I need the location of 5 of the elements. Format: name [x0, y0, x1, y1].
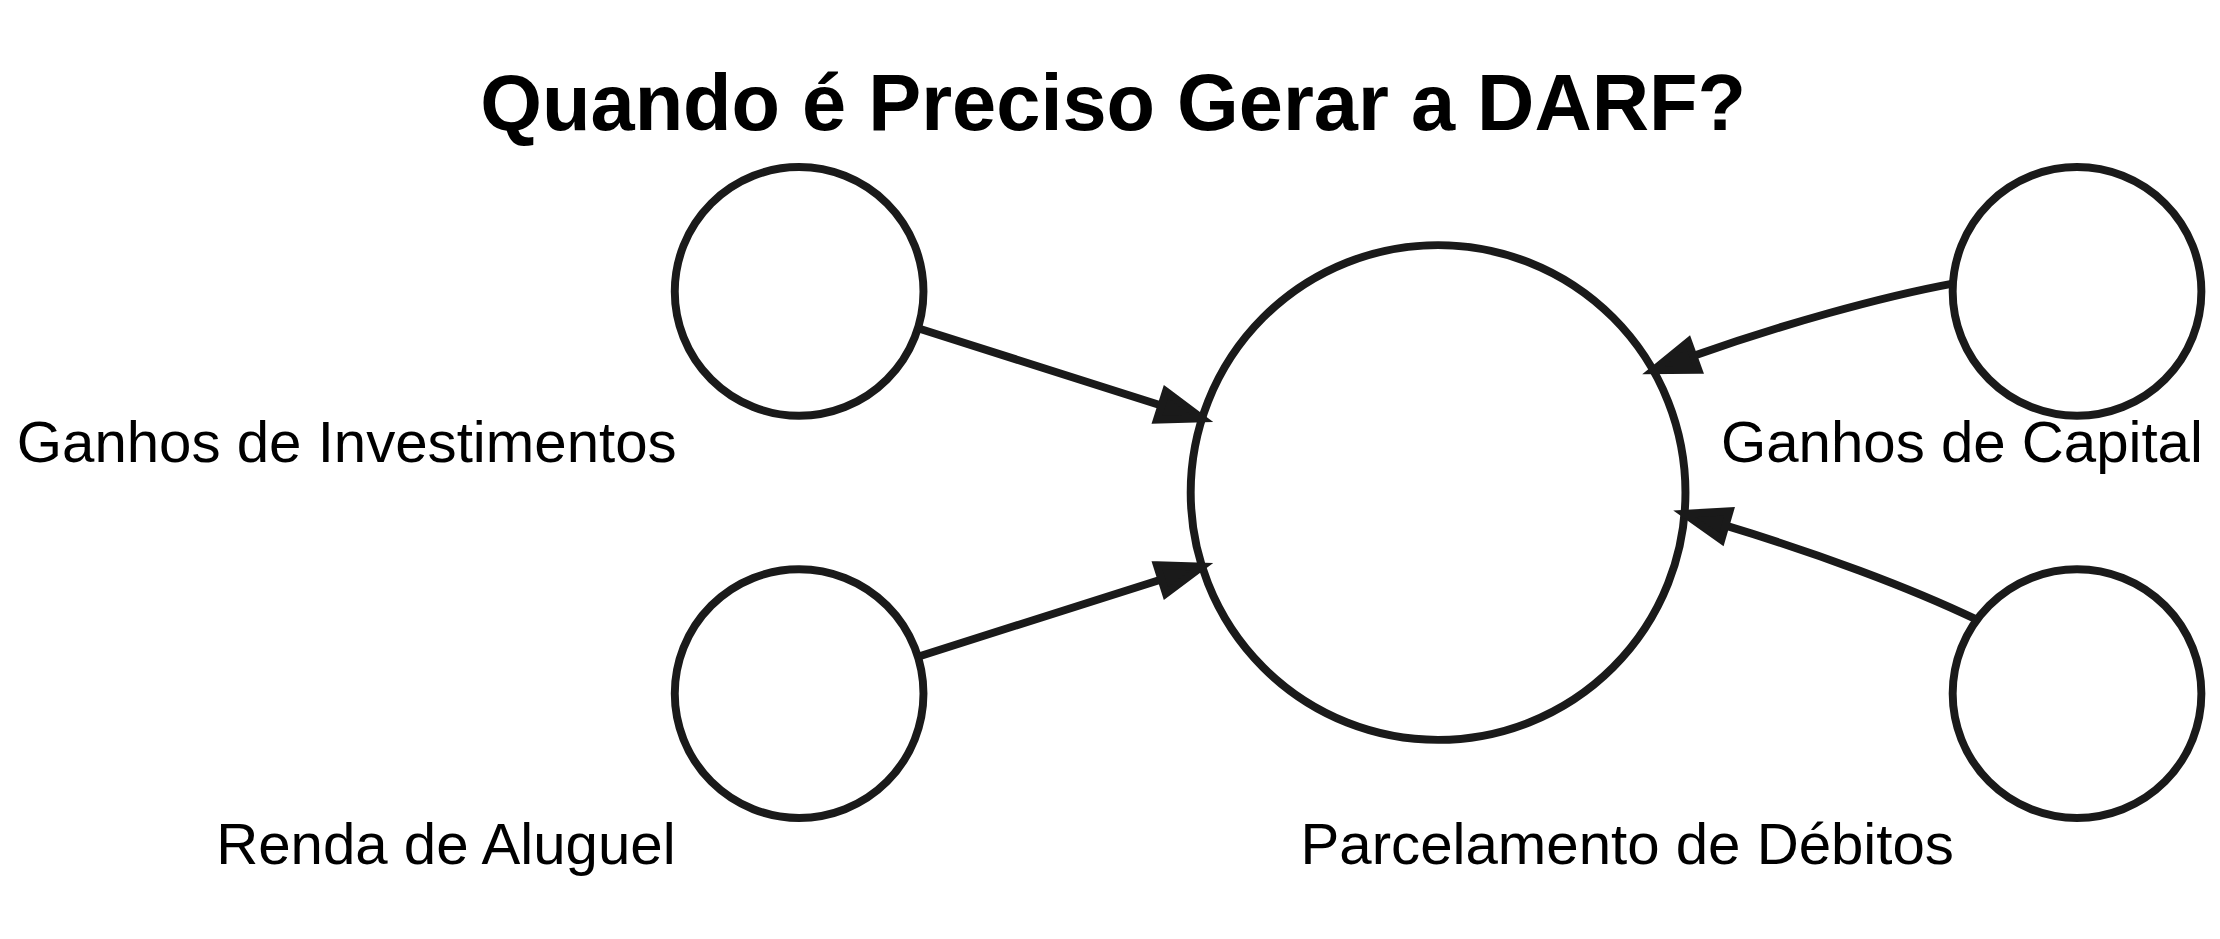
- node-label: Parcelamento de Débitos: [1300, 810, 1954, 876]
- node-label: Ganhos de Capital: [1720, 408, 2203, 474]
- node-label: Ganhos de Investimentos: [16, 408, 677, 474]
- node-label: Renda de Aluguel: [216, 810, 676, 876]
- diagram-title: Quando é Preciso Gerar a DARF?: [480, 57, 1746, 147]
